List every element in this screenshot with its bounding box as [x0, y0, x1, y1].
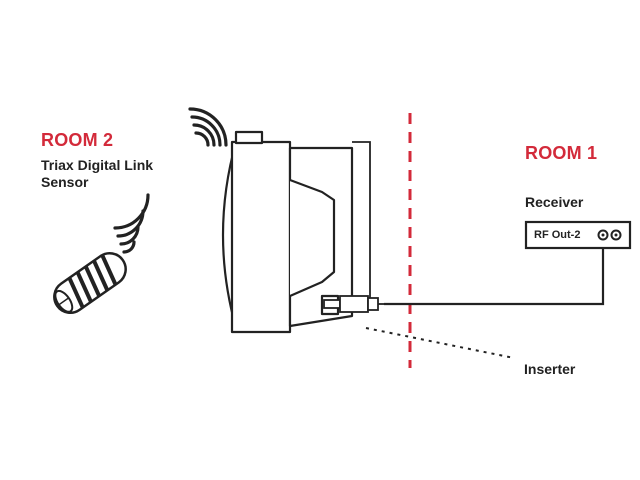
room2-title: ROOM 2 — [41, 130, 114, 150]
receiver-box — [524, 220, 632, 250]
inserter-label: Inserter — [524, 361, 576, 377]
tv-icon — [221, 130, 354, 334]
inserter-connector-icon — [323, 295, 384, 313]
rf-port-left-dot — [601, 233, 605, 237]
tv-lead-cable — [352, 141, 371, 300]
remote-signal-waves-icon — [113, 193, 150, 254]
room1-title: ROOM 1 — [525, 143, 598, 163]
remote-control-icon — [53, 251, 127, 315]
sensor-label-line1: Triax Digital Link — [41, 157, 154, 173]
rf-out-port-label: RF Out-2 — [534, 229, 581, 241]
inserter-leader-line — [365, 327, 515, 359]
receiver-label: Receiver — [525, 194, 584, 210]
rf-port-right-dot — [614, 233, 618, 237]
coax-cable — [384, 237, 605, 306]
sensor-label-line2: Sensor — [41, 174, 89, 190]
sensor-signal-waves-icon — [188, 107, 228, 147]
